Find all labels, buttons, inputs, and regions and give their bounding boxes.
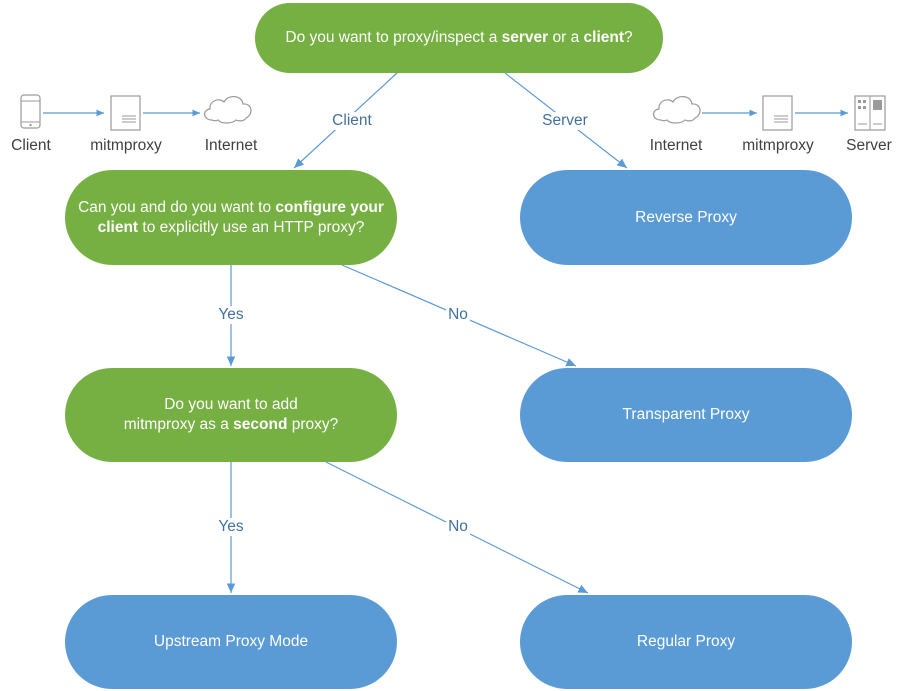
left-internet-label: Internet bbox=[204, 137, 258, 154]
node-transparent-text: Transparent Proxy bbox=[622, 406, 750, 423]
node-reverse-text: Reverse Proxy bbox=[635, 208, 737, 226]
left-client-label: Client bbox=[11, 137, 51, 154]
edge-label-client: Client bbox=[330, 112, 374, 130]
node-regular-proxy: Regular Proxy bbox=[520, 595, 852, 689]
cloud-icon bbox=[653, 96, 701, 124]
edge-label-yes-1: Yes bbox=[216, 306, 246, 324]
node-client-question: Can you and do you want to configure you… bbox=[65, 170, 397, 265]
edge-label-no-2: No bbox=[446, 518, 470, 536]
edge-label-server: Server bbox=[540, 112, 590, 130]
node-regular-text: Regular Proxy bbox=[636, 633, 736, 650]
node-upstream-text: Upstream Proxy Mode bbox=[153, 633, 309, 650]
smartphone-icon bbox=[20, 94, 41, 129]
server-rack-icon bbox=[854, 95, 886, 131]
right-mitmproxy-label: mitmproxy bbox=[742, 137, 814, 154]
mitmproxy-box-icon bbox=[110, 95, 141, 131]
left-mitmproxy-label: mitmproxy bbox=[90, 137, 162, 154]
right-internet-label: Internet bbox=[649, 137, 703, 154]
node-upstream-proxy-mode: Upstream Proxy Mode bbox=[65, 595, 397, 689]
edge-label-yes-2: Yes bbox=[216, 518, 246, 536]
node-start-text: Do you want to proxy/inspect a server or… bbox=[285, 29, 633, 46]
node-start-question: Do you want to proxy/inspect a server or… bbox=[255, 3, 663, 73]
mitmproxy-box-icon bbox=[762, 95, 793, 131]
node-client-text: Can you and do you want to configure you… bbox=[78, 198, 384, 236]
edge-label-no-1: No bbox=[446, 306, 470, 324]
right-server-label: Server bbox=[846, 137, 892, 154]
node-transparent-proxy: Transparent Proxy bbox=[520, 368, 852, 462]
cloud-icon bbox=[204, 96, 252, 124]
node-reverse-proxy: Reverse Proxy bbox=[520, 170, 852, 265]
